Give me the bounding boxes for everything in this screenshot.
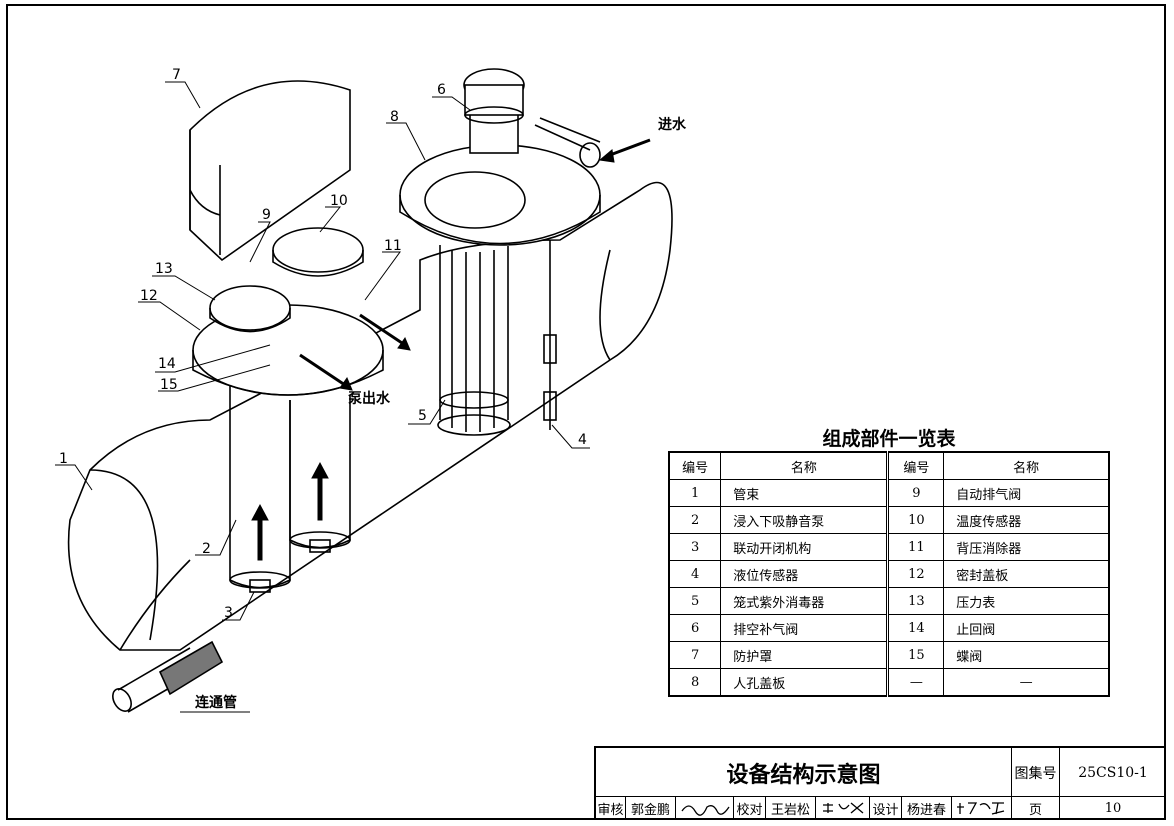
- table-row: 7 防护罩 15 蝶阀: [668, 641, 1110, 669]
- callout-12: 12: [140, 288, 158, 304]
- callout-13: 13: [155, 261, 173, 277]
- table-row: 1 管束 9 自动排气阀: [668, 479, 1110, 507]
- callout-5: 5: [418, 408, 427, 424]
- designer-name: 杨进春: [902, 797, 952, 819]
- cell-no: 5: [668, 587, 722, 615]
- callout-8: 8: [390, 109, 399, 125]
- drawing-title: 设备结构示意图: [596, 748, 1012, 798]
- callout-7: 7: [172, 67, 181, 83]
- cell-name: 液位传感器: [720, 560, 889, 588]
- cell-no: 14: [886, 614, 945, 642]
- callout-3: 3: [224, 605, 233, 621]
- reviewer-signature: [676, 797, 734, 819]
- callout-11: 11: [384, 238, 402, 254]
- atlas-no: 25CS10-1: [1078, 765, 1148, 781]
- header-no-1: 编号: [668, 451, 722, 480]
- connecting-pipe-label: 连通管: [195, 695, 237, 711]
- cell-name: 防护罩: [720, 641, 889, 669]
- cell-name: 密封盖板: [943, 560, 1110, 588]
- cell-no: 3: [668, 533, 722, 561]
- design-label: 设计: [870, 797, 902, 819]
- cell-no: 15: [886, 641, 945, 669]
- drawing-frame: [6, 4, 1166, 820]
- cell-no: 11: [886, 533, 945, 561]
- callout-9: 9: [262, 207, 271, 223]
- pump-outlet-label: 泵出水: [348, 391, 390, 407]
- cell-no: —: [886, 668, 945, 697]
- title-block: 设备结构示意图 图集号 25CS10-1 审核 郭金鹏 校对 王岩松 设计 杨进…: [594, 746, 1166, 820]
- cell-no: 9: [886, 479, 945, 507]
- callout-1: 1: [59, 451, 68, 467]
- cell-name: 自动排气阀: [943, 479, 1110, 507]
- protective-cover: [189, 80, 351, 262]
- pipe-inner-curve: [89, 469, 159, 641]
- pump-1-flow-arrow: [311, 461, 329, 521]
- table-row: 8 人孔盖板 — —: [668, 668, 1110, 697]
- page-label: 页: [1012, 797, 1060, 819]
- cell-no: 2: [668, 506, 722, 534]
- pump-assembly: [192, 227, 384, 593]
- cell-name: 排空补气阀: [720, 614, 889, 642]
- reviewer-name: 郭金鹏: [626, 797, 676, 819]
- parts-table: 编号 名称 编号 名称 1 管束 9 自动排气阀 2 浸入下吸静音泵 10 温度…: [668, 451, 1110, 697]
- pump-2-flow-arrow: [251, 503, 269, 561]
- table-row: 6 排空补气阀 14 止回阀: [668, 614, 1110, 642]
- header-name-1: 名称: [720, 451, 889, 480]
- cell-name: 浸入下吸静音泵: [720, 506, 889, 534]
- cell-name: 止回阀: [943, 614, 1110, 642]
- level-sensor: [543, 240, 557, 430]
- table-header-row: 编号 名称 编号 名称: [668, 451, 1110, 480]
- table-row: 2 浸入下吸静音泵 10 温度传感器: [668, 506, 1110, 534]
- table-row: 4 液位传感器 12 密封盖板: [668, 560, 1110, 588]
- header-no-2: 编号: [886, 451, 945, 480]
- cell-name: —: [943, 668, 1110, 697]
- page-number: 10: [1104, 800, 1122, 816]
- designer-signature: [952, 797, 1012, 819]
- callout-4: 4: [578, 432, 587, 448]
- callout-15: 15: [160, 377, 178, 393]
- manhole-cover: [399, 144, 601, 246]
- cell-name: 压力表: [943, 587, 1110, 615]
- checker-signature: [816, 797, 870, 819]
- uv-disinfector-cage: [437, 245, 511, 436]
- cell-no: 6: [668, 614, 722, 642]
- header-name-2: 名称: [943, 451, 1110, 480]
- cell-no: 7: [668, 641, 722, 669]
- atlas-no-label: 图集号: [1012, 748, 1060, 798]
- parts-table-title: 组成部件一览表: [822, 428, 956, 450]
- review-label: 审核: [596, 797, 626, 819]
- cell-name: 背压消除器: [943, 533, 1110, 561]
- cell-no: 4: [668, 560, 722, 588]
- checker-name: 王岩松: [766, 797, 816, 819]
- callout-2: 2: [202, 541, 211, 557]
- main-pipe: [67, 181, 673, 651]
- cell-name: 人孔盖板: [720, 668, 889, 697]
- cell-name: 蝶阀: [943, 641, 1110, 669]
- cell-no: 12: [886, 560, 945, 588]
- cell-no: 8: [668, 668, 722, 697]
- cell-name: 管束: [720, 479, 889, 507]
- cell-name: 联动开闭机构: [720, 533, 889, 561]
- cell-no: 1: [668, 479, 722, 507]
- callout-14: 14: [158, 356, 176, 372]
- callout-6: 6: [437, 82, 446, 98]
- cell-name: 温度传感器: [943, 506, 1110, 534]
- cell-name: 笼式紫外消毒器: [720, 587, 889, 615]
- exhaust-valve: [463, 68, 525, 154]
- check-label: 校对: [734, 797, 766, 819]
- cell-no: 13: [886, 587, 945, 615]
- callout-10: 10: [330, 193, 348, 209]
- table-row: 5 笼式紫外消毒器 13 压力表: [668, 587, 1110, 615]
- inlet-label: 进水: [658, 117, 686, 133]
- cell-no: 10: [886, 506, 945, 534]
- table-row: 3 联动开闭机构 11 背压消除器: [668, 533, 1110, 561]
